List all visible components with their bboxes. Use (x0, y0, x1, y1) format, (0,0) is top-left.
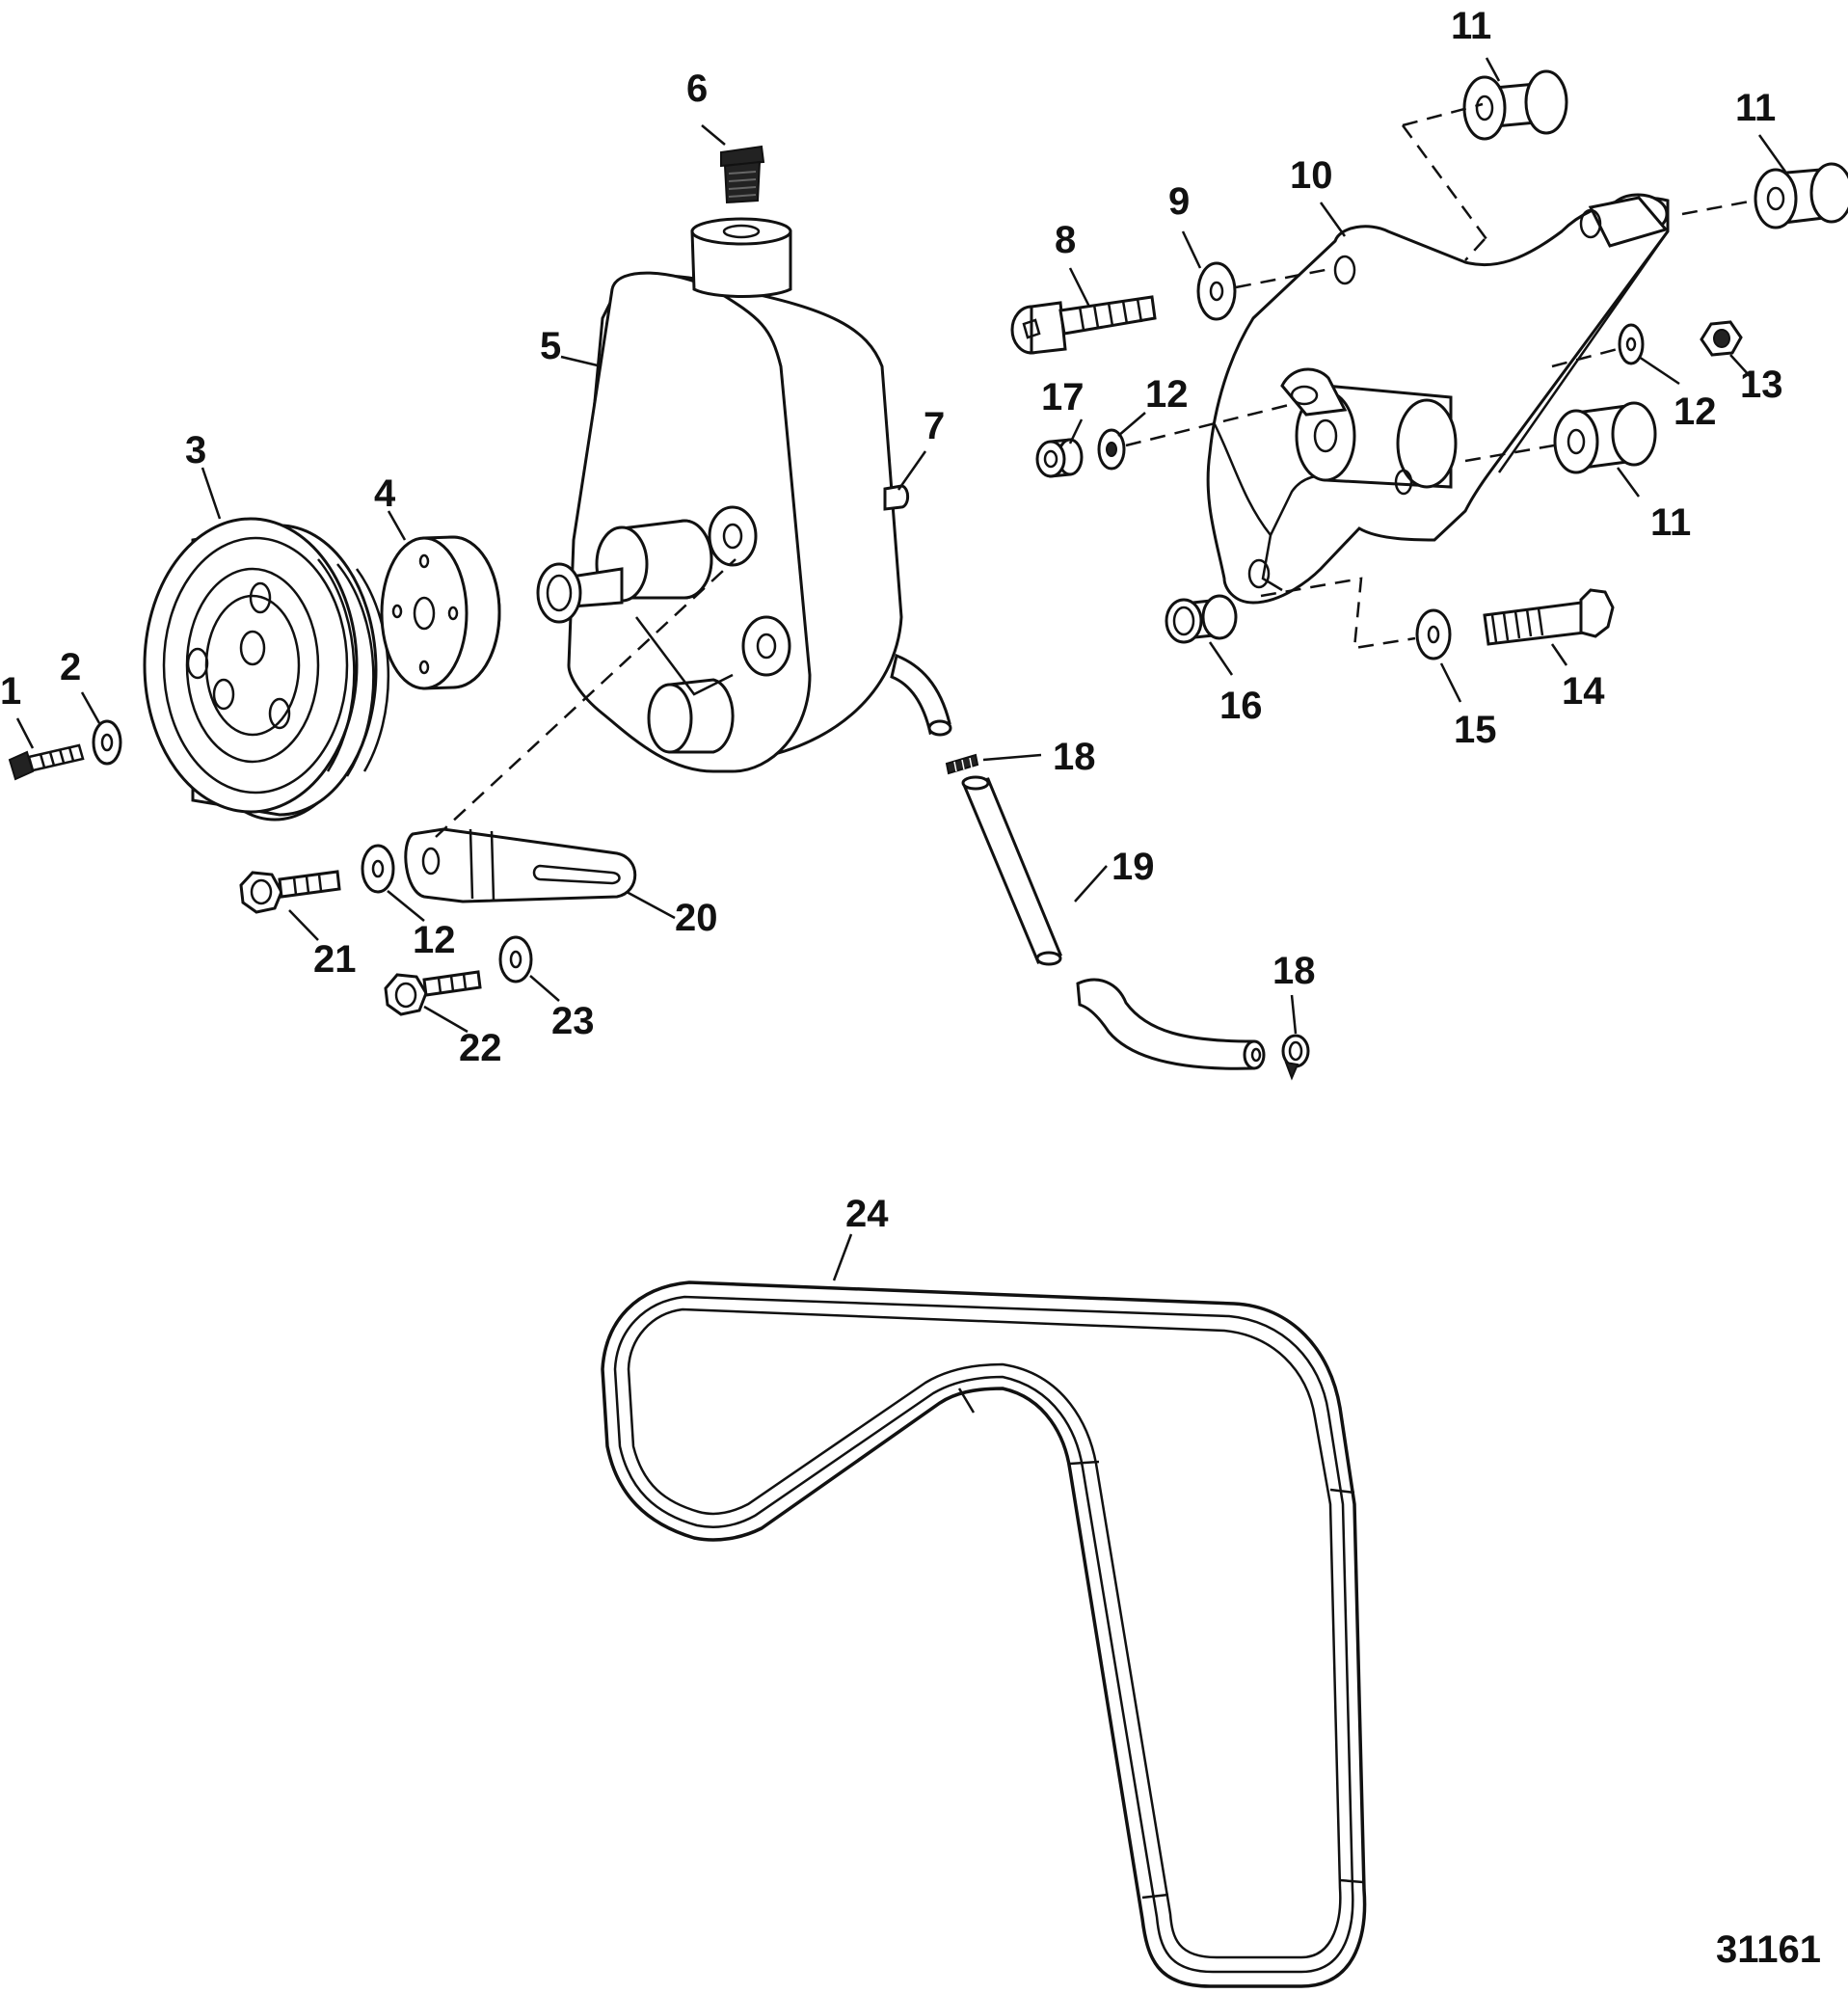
part-1-screw (8, 743, 85, 781)
callout-17: 17 (1041, 376, 1085, 418)
callout-8: 8 (1055, 219, 1076, 261)
part-22-bolt (384, 970, 482, 1016)
part-23-washer (498, 935, 533, 984)
callout-1: 1 (0, 670, 21, 713)
callout-11-top: 11 (1451, 5, 1491, 47)
part-11-spacer-right (1754, 162, 1848, 229)
part-3-pulley (143, 517, 390, 822)
callout-labels: 1 2 3 4 5 6 7 8 9 10 11 11 11 12 12 13 1… (0, 5, 1783, 1235)
part-9-washer (1196, 261, 1237, 321)
part-13-nut (1700, 320, 1743, 357)
part-14-bolt (1483, 588, 1615, 646)
callout-11-right: 11 (1735, 87, 1776, 129)
part-5-power-steering-pump (536, 217, 952, 773)
callout-14: 14 (1562, 670, 1605, 713)
callout-12-bottom: 12 (413, 919, 456, 961)
figure-number: 31161 (1716, 1928, 1821, 1971)
part-20-brace (404, 827, 637, 903)
part-6-cap (720, 145, 765, 204)
callout-12-left: 12 (1145, 373, 1189, 416)
callout-12-right: 12 (1674, 391, 1717, 433)
callout-20: 20 (675, 897, 718, 939)
callout-4: 4 (374, 472, 396, 515)
callout-7: 7 (924, 405, 945, 447)
callout-11-middle: 11 (1650, 501, 1691, 544)
callout-24: 24 (845, 1193, 889, 1235)
part-18-clamp-top (945, 753, 979, 775)
callout-6: 6 (686, 67, 708, 110)
alignment-lines (435, 102, 1755, 838)
part-17-spacer (1035, 438, 1084, 478)
part-8-bolt (1010, 295, 1157, 355)
callout-21: 21 (313, 938, 357, 981)
part-10-bracket (1206, 193, 1670, 605)
part-12-washer-right (1618, 323, 1645, 365)
callout-10: 10 (1290, 154, 1333, 197)
part-15-washer (1415, 608, 1452, 660)
part-21-bolt (239, 870, 341, 914)
callout-2: 2 (60, 646, 81, 688)
callout-18-top: 18 (1053, 736, 1096, 778)
part-4-hub (380, 535, 501, 690)
part-18-clamp-bottom (1281, 1034, 1310, 1081)
callout-15: 15 (1454, 709, 1497, 751)
callout-13: 13 (1740, 364, 1783, 406)
part-12-washer-left (1097, 428, 1126, 471)
leader-lines (15, 57, 1787, 1281)
part-2-washer (92, 719, 122, 766)
callout-16: 16 (1219, 685, 1263, 727)
callout-23: 23 (551, 1000, 595, 1042)
callout-18-bottom: 18 (1272, 950, 1316, 992)
part-11-spacer-top (1462, 69, 1568, 141)
callout-19: 19 (1111, 846, 1155, 888)
part-12-washer-bottom (361, 844, 395, 894)
callout-9: 9 (1168, 180, 1190, 223)
callout-3: 3 (185, 429, 206, 472)
callout-5: 5 (540, 325, 561, 367)
part-24-belt (601, 1280, 1367, 1988)
part-11-spacer-middle (1553, 401, 1657, 474)
part-16-bushing (1165, 594, 1238, 644)
part-19-hose (961, 775, 1266, 1070)
callout-22: 22 (459, 1027, 502, 1069)
